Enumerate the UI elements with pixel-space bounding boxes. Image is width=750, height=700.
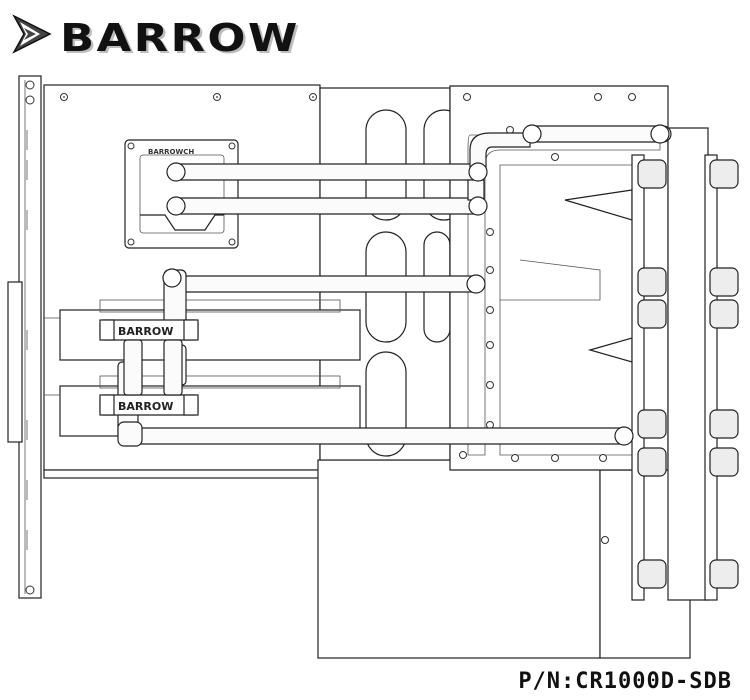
rear-panel-rail: [7, 75, 42, 599]
radiator-fans: [637, 159, 739, 589]
fittings: [162, 124, 670, 446]
cpu-block-label: BARROWCH: [148, 148, 194, 156]
gpu-terminal-2: BARROW: [99, 394, 199, 416]
distribution-plate: [449, 85, 669, 544]
barrow-triangle-logo-icon: [12, 14, 52, 54]
gpu-terminal-1: BARROW: [99, 319, 199, 341]
gpu-terminal-1-label: BARROW: [118, 325, 173, 338]
radiator: [631, 127, 718, 601]
brand-name: BARROW: [60, 16, 300, 60]
part-number: P/N:CR1000D-SDB: [518, 669, 732, 694]
psu-shroud: [43, 469, 321, 479]
gpu-bridge-tubes: [123, 339, 183, 396]
gpu-terminal-2-label: BARROW: [118, 400, 173, 413]
cpu-block: BARROWCH: [124, 139, 239, 249]
lower-bay: [317, 459, 601, 659]
